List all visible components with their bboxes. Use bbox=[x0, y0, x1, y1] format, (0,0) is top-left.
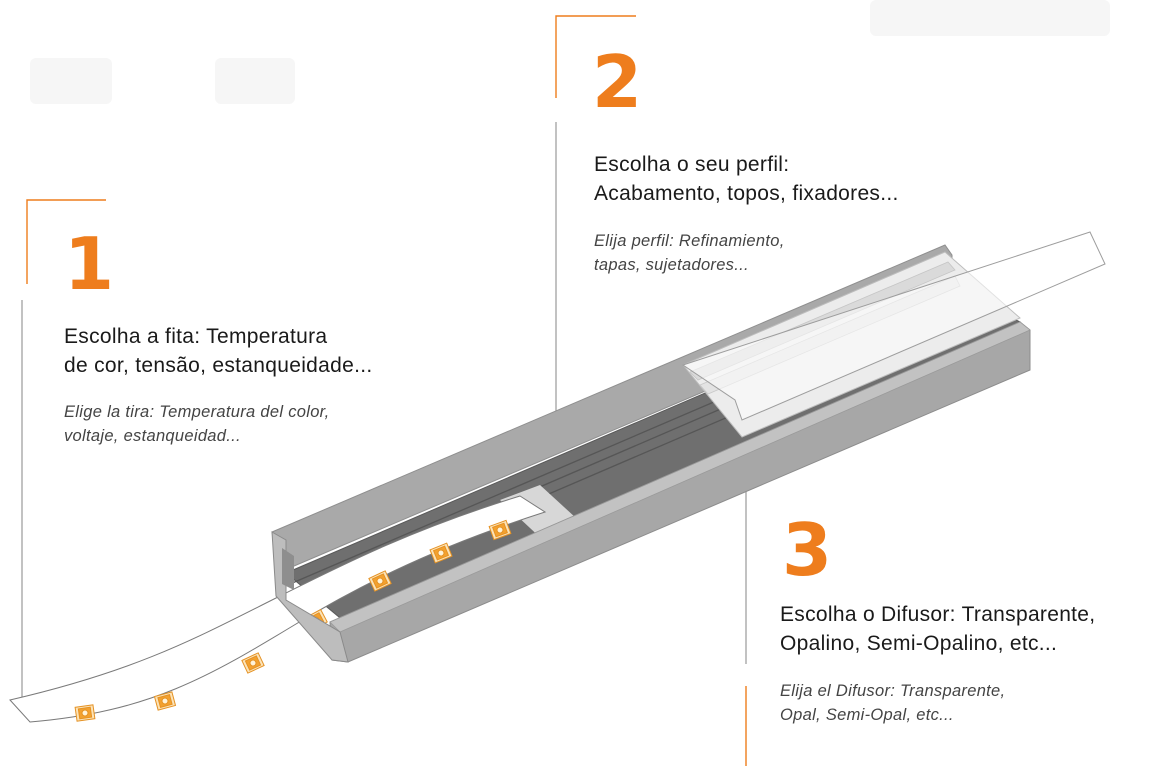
step-2-title: Escolha o seu perfil: Acabamento, topos,… bbox=[594, 150, 899, 208]
step-1-subtitle: Elige la tira: Temperatura del color, vo… bbox=[64, 400, 329, 448]
step-2-subtitle-line1: Elija perfil: Refinamiento, bbox=[594, 232, 785, 250]
step-1-title-line2: de cor, tensão, estanqueidade... bbox=[64, 354, 373, 377]
step-1-number: 1 bbox=[64, 222, 115, 306]
profile-end-notch bbox=[282, 548, 294, 590]
step2-orange-bracket bbox=[555, 15, 636, 98]
step-2-subtitle-line2: tapas, sujetadores... bbox=[594, 256, 749, 274]
step-3-title-line1: Escolha o Difusor: Transparente, bbox=[780, 603, 1096, 626]
profile-end-face bbox=[271, 531, 349, 663]
step1-orange-bracket bbox=[26, 199, 106, 284]
step-1-subtitle-line2: voltaje, estanqueidad... bbox=[64, 427, 241, 445]
transparent-cover bbox=[681, 231, 1106, 421]
step-3-subtitle-line1: Elija el Difusor: Transparente, bbox=[780, 682, 1006, 700]
step-3-title-line2: Opalino, Semi-Opalino, etc... bbox=[780, 632, 1058, 655]
step-1-subtitle-line1: Elige la tira: Temperatura del color, bbox=[64, 403, 330, 421]
profile-front-lip bbox=[329, 321, 1031, 633]
step-3-subtitle: Elija el Difusor: Transparente, Opal, Se… bbox=[780, 679, 1005, 727]
step-3-subtitle-line2: Opal, Semi-Opal, etc... bbox=[780, 706, 954, 724]
led-strip bbox=[9, 495, 547, 723]
step-2-subtitle: Elija perfil: Refinamiento, tapas, sujet… bbox=[594, 229, 785, 277]
step-3-title: Escolha o Difusor: Transparente, Opalino… bbox=[780, 600, 1095, 658]
background-shape bbox=[215, 58, 295, 104]
step-3-number: 3 bbox=[782, 508, 833, 592]
background-shape bbox=[870, 0, 1110, 36]
led-chips bbox=[74, 519, 512, 722]
background-shape bbox=[30, 58, 112, 104]
step-1-title: Escolha a fita: Temperatura de cor, tens… bbox=[64, 322, 373, 380]
step-1-title-line1: Escolha a fita: Temperatura bbox=[64, 325, 328, 348]
step-2-title-line2: Acabamento, topos, fixadores... bbox=[594, 182, 899, 205]
step-2-title-line1: Escolha o seu perfil: bbox=[594, 153, 790, 176]
step-2-number: 2 bbox=[592, 40, 643, 124]
